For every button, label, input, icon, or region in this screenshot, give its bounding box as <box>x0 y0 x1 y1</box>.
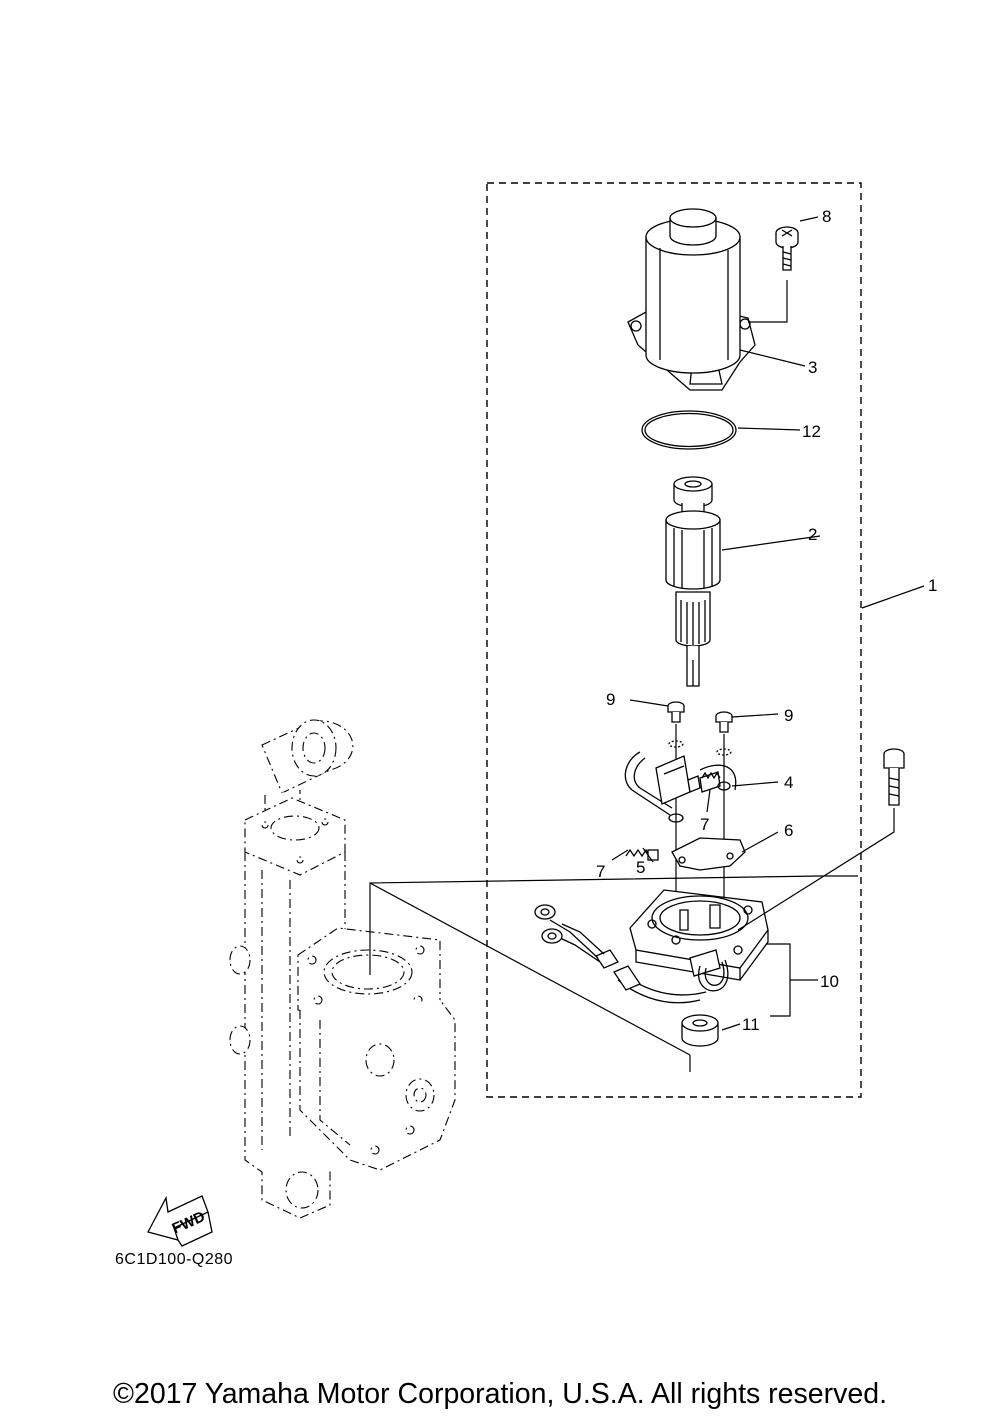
callout-4: 4 <box>784 773 793 792</box>
callout-8: 8 <box>822 207 831 226</box>
fwd-arrow: FWD <box>147 1195 213 1247</box>
callout-10: 10 <box>820 972 839 991</box>
holder-plate <box>671 837 746 871</box>
tilt-cylinder-housing <box>229 719 456 1219</box>
callout-9-left: 9 <box>606 690 615 709</box>
o-ring <box>641 410 737 450</box>
callout-7-left: 7 <box>596 862 605 881</box>
callout-7-right: 7 <box>700 815 709 834</box>
callout-2: 2 <box>808 525 817 544</box>
lower-end-cap <box>534 889 769 1004</box>
callout-12: 12 <box>802 422 821 441</box>
grommet <box>681 1014 719 1047</box>
assembly-pointer-line <box>369 875 858 975</box>
mounting-bolt <box>883 748 905 806</box>
callout-1: 1 <box>928 576 937 595</box>
callout-6: 6 <box>784 821 793 840</box>
brush-holder <box>624 751 737 861</box>
brush-holder-screw-right <box>715 711 733 733</box>
motor-yoke <box>627 208 756 391</box>
callout-11: 11 <box>742 1015 760 1034</box>
armature <box>665 476 721 687</box>
callout-5: 5 <box>636 858 645 877</box>
callout-3: 3 <box>808 358 817 377</box>
diagram-code: 6C1D100-Q280 <box>115 1251 233 1268</box>
assembly-boundary <box>486 182 862 1098</box>
brush-holder-screw-left <box>667 701 685 723</box>
copyright-notice: ©2017 Yamaha Motor Corporation, U.S.A. A… <box>113 1378 887 1410</box>
leader-lines <box>611 216 925 1031</box>
callout-9-right: 9 <box>784 706 793 725</box>
yoke-screw <box>775 226 799 271</box>
